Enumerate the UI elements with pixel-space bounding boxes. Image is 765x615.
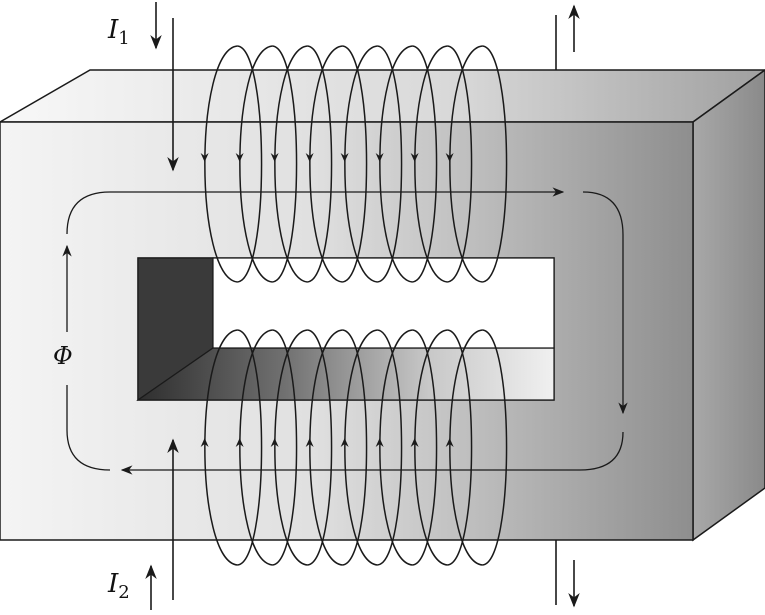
lower-coil-turn-arrow: [340, 438, 349, 447]
upper-coil-turn-front: [274, 45, 308, 283]
upper-coil-turn-back: [272, 45, 298, 283]
lower-coil-turn-back: [307, 329, 333, 566]
lower-coil-turn-back: [272, 329, 298, 566]
upper-coil-turn-back: [447, 45, 473, 283]
lower-coil-turn-front: [274, 329, 308, 566]
upper-coil-turn-arrow: [200, 153, 209, 162]
lower-coil-turn-back: [342, 329, 368, 566]
upper-coil-turn-front: [344, 45, 378, 283]
lower-coil-turn-front: [239, 329, 273, 566]
lower-coil-turn-front: [379, 329, 413, 566]
lower-coil-turn-front: [449, 329, 483, 566]
upper-coil-turn-arrow: [410, 153, 419, 162]
upper-coil-turn-front: [239, 45, 273, 283]
flux-bottom-line: [120, 431, 624, 475]
core: [0, 69, 765, 542]
flux-label: Φ: [53, 342, 73, 370]
upper-coil-turn-front: [449, 45, 483, 283]
lower-coil-turn-back: [237, 329, 263, 566]
upper-leads: [150, 2, 580, 172]
lower-coil-turn-back: [377, 329, 403, 566]
lower-coil-turn-arrow: [235, 438, 244, 447]
lower-coil-turn-arrow: [410, 438, 419, 447]
upper-coil-turn-front: [204, 45, 238, 283]
flux-left-line-lower: [66, 385, 111, 471]
upper-coil-turn-back: [307, 45, 333, 283]
upper-coil-turn-arrow: [340, 153, 349, 162]
lower-coil-turn-arrow: [305, 438, 314, 447]
lower-coil-turn-front: [309, 329, 343, 566]
lower-coil: [200, 329, 508, 566]
current-label-top: I1: [107, 15, 130, 49]
upper-coil-turn-arrow: [375, 153, 384, 162]
window-opening: [212, 257, 555, 349]
lower-coil-turn-back: [447, 329, 473, 566]
lower-coil-turn-front: [204, 329, 238, 566]
lower-coil-turn-front: [414, 329, 448, 566]
flux-top-line: [66, 187, 565, 235]
upper-coil-turn-front: [379, 45, 413, 283]
lower-coil-turn-arrow: [445, 438, 454, 447]
upper-coil-turn-arrow: [305, 153, 314, 162]
upper-coil-turn-front: [309, 45, 343, 283]
upper-coil: [200, 45, 508, 283]
flux-right-line: [582, 191, 628, 415]
upper-coil-turn-back: [482, 45, 508, 283]
lower-coil-turn-arrow: [270, 438, 279, 447]
lower-coil-turn-arrow: [200, 438, 209, 447]
current-label-bottom: I2: [107, 569, 130, 603]
core-side-face: [692, 69, 765, 542]
upper-coil-turn-back: [412, 45, 438, 283]
lower-coil-turn-front: [344, 329, 378, 566]
lower-coil-turn-back: [482, 329, 508, 566]
upper-coil-turn-back: [342, 45, 368, 283]
lower-coil-turn-back: [412, 329, 438, 566]
flux-path: [62, 187, 628, 475]
lower-coil-turn-arrow: [375, 438, 384, 447]
upper-coil-turn-arrow: [270, 153, 279, 162]
lower-leads: [145, 438, 580, 610]
upper-coil-turn-front: [414, 45, 448, 283]
upper-coil-turn-back: [237, 45, 263, 283]
upper-coil-turn-arrow: [445, 153, 454, 162]
upper-coil-turn-arrow: [235, 153, 244, 162]
upper-coil-turn-back: [377, 45, 403, 283]
